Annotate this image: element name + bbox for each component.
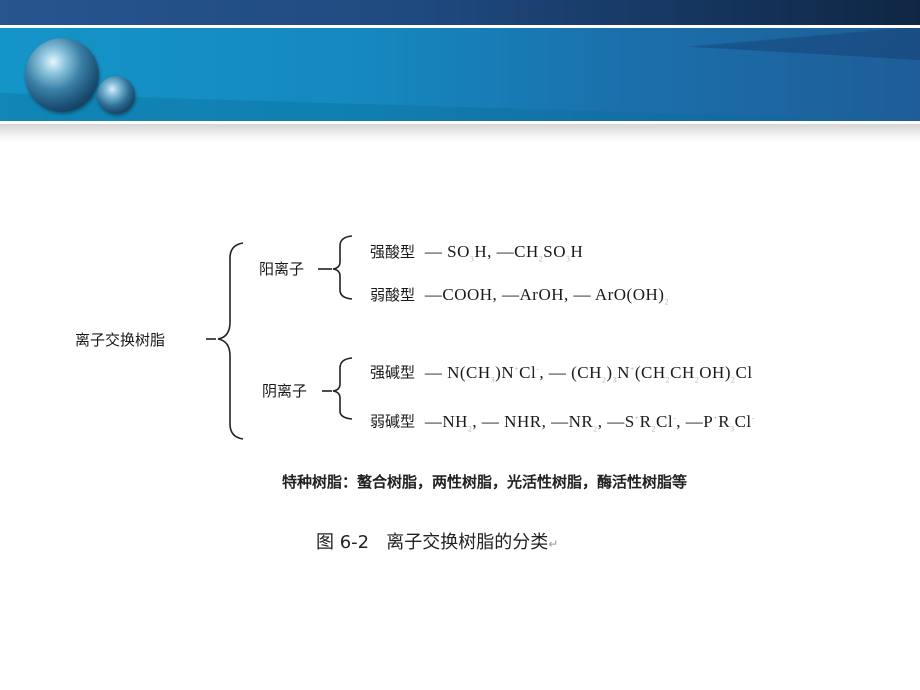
main-brace	[217, 242, 244, 440]
header-divider	[0, 25, 920, 28]
weak-base-row: 弱碱型 —NH2, — NHR, —NR2, —S+R2Cl-, —P+R3Cl…	[370, 408, 755, 439]
cation-label: 阳离子	[259, 260, 305, 278]
weak-base-groups: —NH2, — NHR, —NR2, —S+R2Cl-, —P+R3Cl-	[420, 411, 755, 434]
strong-acid-row: 强酸型 — SO3H, —CH2SO3H	[370, 242, 583, 269]
paragraph-mark-icon: ↵	[548, 537, 559, 551]
sphere-small-icon	[97, 76, 135, 114]
sphere-large-icon	[25, 38, 99, 112]
anion-brace	[332, 357, 353, 420]
strong-base-groups: — N(CH3)N+Cl-, — (CH2)3N+(CH2CH2OH)2Cl	[420, 362, 753, 385]
header-bottom-divider	[0, 121, 920, 124]
weak-acid-row: 弱酸型 —COOH, —ArOH, — ArO(OH)2	[370, 285, 669, 312]
anion-label: 阴离子	[262, 382, 308, 400]
strong-base-row: 强碱型 — N(CH3)N+Cl-, — (CH2)3N+(CH2CH2OH)2…	[370, 359, 753, 390]
strong-acid-groups: — SO3H, —CH2SO3H	[420, 242, 584, 264]
weak-acid-label: 弱酸型	[370, 286, 416, 304]
weak-base-label: 弱碱型	[370, 412, 416, 431]
root-label: 离子交换树脂	[75, 331, 166, 349]
figure-number: 图 6-2	[316, 532, 370, 553]
figure-title: 离子交换树脂的分类	[386, 532, 549, 553]
header-shadow	[0, 124, 920, 142]
strong-acid-label: 强酸型	[370, 243, 416, 261]
header-band	[0, 28, 920, 121]
figure-caption: 图 6-2 离子交换树脂的分类↵	[316, 533, 558, 554]
special-resins-note: 特种树脂：螯合树脂，两性树脂，光活性树脂，酶活性树脂等	[282, 473, 688, 491]
strong-base-label: 强碱型	[370, 363, 416, 382]
header-top-bar	[0, 0, 920, 25]
cation-brace	[332, 235, 353, 300]
weak-acid-groups: —COOH, —ArOH, — ArO(OH)2	[420, 285, 669, 307]
